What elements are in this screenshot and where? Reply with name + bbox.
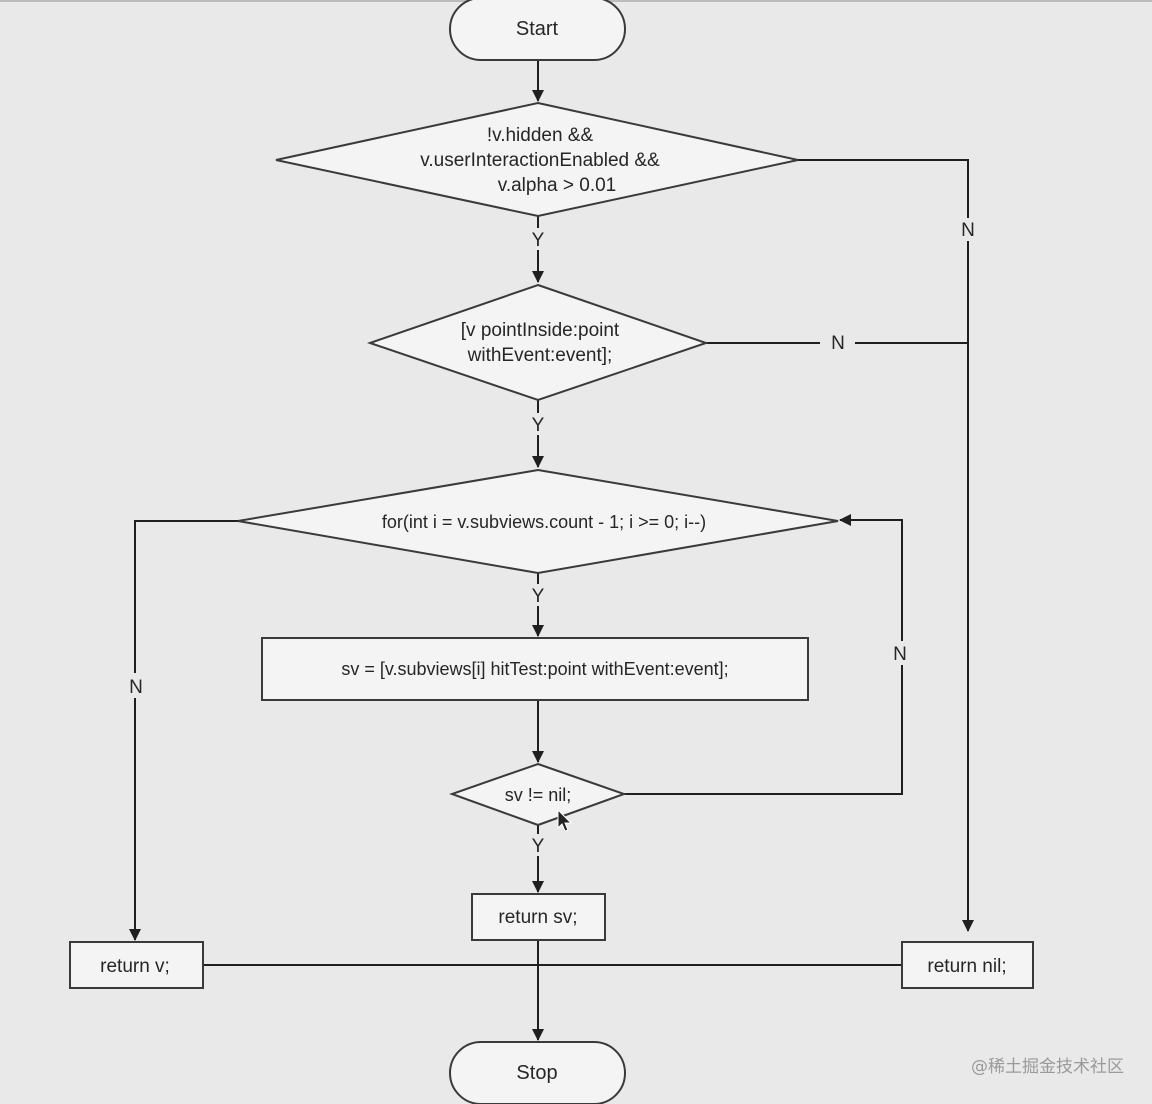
return-v-node: return v; (69, 941, 204, 989)
stop-terminal-shape (449, 1041, 626, 1104)
start-node: Start (449, 0, 626, 61)
label-loop-yes: Y (532, 586, 545, 607)
label-sv-yes: Y (532, 836, 545, 857)
visible-condition-line-2: v.userInteractionEnabled && (420, 150, 660, 171)
edge-loop-no-a (134, 520, 238, 673)
sv-not-nil-label: sv != nil; (505, 785, 572, 805)
label-point-inside-no: N (831, 333, 845, 354)
visible-condition-diamond (275, 101, 799, 218)
hit-test-node: sv = [v.subviews[i] hitTest:point withEv… (261, 637, 809, 701)
return-sv-node: return sv; (471, 893, 606, 941)
label-point-inside-yes: Y (532, 415, 545, 436)
edge-sv-no-a (624, 665, 903, 795)
edge-visible-no-a (798, 159, 969, 218)
mouse-cursor-icon (557, 808, 573, 832)
point-inside-diamond (366, 283, 710, 402)
point-inside-condition-node: [v pointInside:point withEvent:event]; (366, 283, 710, 402)
point-inside-line-2: withEvent:event]; (467, 345, 613, 366)
return-nil-node: return nil; (901, 941, 1034, 989)
point-inside-line-1: [v pointInside:point (461, 320, 620, 341)
hit-test-box (261, 637, 809, 701)
return-v-label: return v; (100, 956, 170, 977)
return-sv-box (471, 893, 606, 941)
return-nil-label: return nil; (927, 956, 1006, 977)
visible-condition-node: !v.hidden && v.userInteractionEnabled &&… (275, 101, 799, 218)
label-visible-no: N (961, 220, 975, 241)
label-sv-no: N (893, 644, 907, 665)
stop-label: Stop (516, 1062, 557, 1084)
edge-labels: Y N N Y Y N N Y (129, 220, 975, 857)
edges (129, 60, 974, 1041)
visible-condition-line-1: !v.hidden && (487, 125, 594, 146)
start-label: Start (516, 18, 559, 40)
loop-diamond (237, 468, 839, 575)
return-sv-label: return sv; (498, 907, 577, 928)
start-terminal-shape (449, 0, 626, 61)
label-visible-yes: Y (532, 230, 545, 251)
visible-condition-line-3: v.alpha > 0.01 (498, 175, 617, 196)
stop-node: Stop (449, 1041, 626, 1104)
sv-not-nil-node: sv != nil; (449, 762, 627, 827)
return-v-box (69, 941, 204, 989)
hit-test-label: sv = [v.subviews[i] hitTest:point withEv… (341, 659, 728, 679)
return-nil-box (901, 941, 1034, 989)
label-loop-no: N (129, 677, 143, 698)
loop-node: for(int i = v.subviews.count - 1; i >= 0… (237, 468, 839, 575)
watermark: @稀土掘金技术社区 (971, 1057, 1124, 1077)
loop-label: for(int i = v.subviews.count - 1; i >= 0… (382, 512, 706, 532)
edge-sv-no-b (839, 514, 903, 641)
sv-not-nil-diamond (449, 762, 627, 827)
